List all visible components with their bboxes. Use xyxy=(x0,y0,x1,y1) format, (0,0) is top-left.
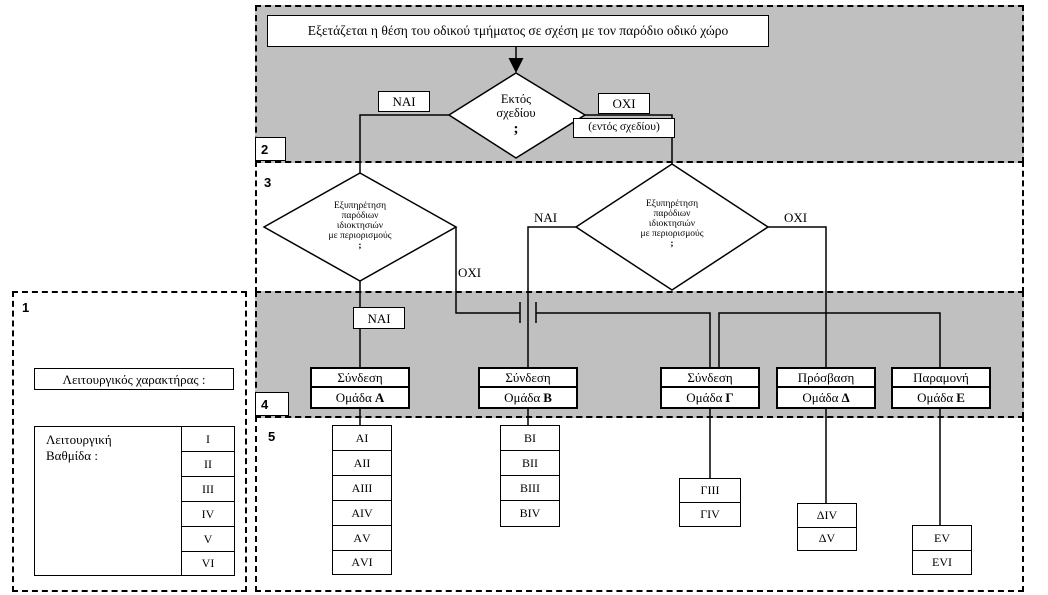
decision3-yes-label: ΝΑΙ xyxy=(534,210,558,225)
column-a-item: ΑΙ xyxy=(333,426,391,451)
decision2-diamond xyxy=(262,172,458,282)
decision3-no-label: ΟΧΙ xyxy=(784,210,808,225)
group-b-top: Σύνδεση xyxy=(480,369,576,388)
decision2-line4: με περιορισμούς xyxy=(328,230,392,241)
legend-grade-3: III xyxy=(182,477,234,502)
column-a-item: ΑΙΙΙ xyxy=(333,476,391,501)
group-c-letter: Γ xyxy=(725,389,734,405)
line-to-group-e xyxy=(718,312,941,367)
column-e: ΕV ΕVΙ xyxy=(912,525,972,575)
line-decision1-yes xyxy=(359,114,449,189)
decision2-yes-label: ΝΑΙ xyxy=(353,307,405,329)
decision2-line3: ιδιοκτησιών xyxy=(336,220,384,231)
legend-grade-5: V xyxy=(182,527,234,552)
column-c-item: ΓΙV xyxy=(700,506,720,521)
group-e-letter: Ε xyxy=(956,389,965,405)
column-e-item: ΕV xyxy=(913,526,971,551)
line-decision3-no xyxy=(768,226,827,367)
legend-grade-1: I xyxy=(182,427,234,452)
column-b: ΒΙ ΒΙΙ ΒΙΙΙ ΒΙV xyxy=(500,425,560,527)
group-b-prefix: Ομάδα xyxy=(504,389,541,405)
line-decision2-no xyxy=(455,227,520,314)
group-c-top: Σύνδεση xyxy=(662,369,758,388)
zone-5 xyxy=(255,416,1024,592)
legend-character-label: Λειτουργικός χαρακτήρας : xyxy=(34,368,234,390)
decision2-no-label: ΟΧΙ xyxy=(458,265,482,280)
column-a-item: ΑΙΙ xyxy=(333,451,391,476)
column-c-item: ΓΙΙΙ xyxy=(680,479,740,503)
group-b-letter: Β xyxy=(543,389,552,405)
legend-grades-column: I II III IV V VI xyxy=(181,426,235,576)
decision3-line2: παρόδιων xyxy=(653,208,691,219)
decision1-line1: Εκτός xyxy=(500,92,532,106)
group-e-top: Παραμονή xyxy=(893,369,989,388)
column-a-item: ΑV xyxy=(333,526,391,551)
decision3-text: Εξυπηρέτηση παρόδιων ιδιοκτησιών με περι… xyxy=(622,199,722,250)
column-a-item: ΑVΙ xyxy=(351,554,373,569)
group-a-letter: Α xyxy=(374,389,385,405)
legend-grade-6: VI xyxy=(201,556,215,570)
column-e-item: ΕVΙ xyxy=(932,554,952,569)
group-e-prefix: Ομάδα xyxy=(917,389,954,405)
column-d: ΔΙV ΔV xyxy=(797,503,857,551)
legend-grade-line2: Βαθμίδα : xyxy=(46,448,98,463)
legend-grade-2: II xyxy=(182,452,234,477)
legend-grade-4: IV xyxy=(182,502,234,527)
decision1-diamond xyxy=(447,72,587,159)
zone-4-label: 4 xyxy=(255,392,289,416)
top-box: Εξετάζεται η θέση του οδικού τμήματος σε… xyxy=(267,15,769,47)
decision2-text: Εξυπηρέτηση παρόδιων ιδιοκτησιών με περι… xyxy=(310,201,410,252)
legend-grade-line1: Λειτουργική xyxy=(46,432,112,447)
line-decision1-no xyxy=(585,114,673,164)
decision1-no-note: (εντός σχεδίου) xyxy=(573,118,675,138)
zone-5-label: 5 xyxy=(268,429,276,444)
column-b-item: ΒΙΙΙ xyxy=(501,476,559,501)
column-b-item: ΒΙΙ xyxy=(501,451,559,476)
column-d-item: ΔΙV xyxy=(798,504,856,528)
decision2-line2: παρόδιων xyxy=(341,210,379,221)
group-d-top: Πρόσβαση xyxy=(778,369,874,388)
decision3-line3: ιδιοκτησιών xyxy=(648,218,696,229)
column-a: ΑΙ ΑΙΙ ΑΙΙΙ ΑΙV ΑV ΑVΙ xyxy=(332,425,392,575)
decision1-no-label: ΟΧΙ xyxy=(598,93,650,114)
decision3-line4: με περιορισμούς xyxy=(640,228,704,239)
line-decision3-yes xyxy=(527,226,576,367)
column-b-item: ΒΙ xyxy=(501,426,559,451)
decision1-line2: σχεδίου xyxy=(496,105,536,120)
decision2-line1: Εξυπηρέτηση xyxy=(333,201,387,211)
column-b-item: ΒΙV xyxy=(519,505,541,520)
decision2-line5: ; xyxy=(358,240,362,251)
group-a-top: Σύνδεση xyxy=(312,369,408,388)
decision3-line5: ; xyxy=(670,238,674,249)
zone-1 xyxy=(12,291,247,592)
column-d-item: ΔV xyxy=(818,531,836,545)
group-c-prefix: Ομάδα xyxy=(686,389,723,405)
decision3-line1: Εξυπηρέτηση xyxy=(645,199,699,209)
zone-1-label: 1 xyxy=(22,300,30,315)
group-a-prefix: Ομάδα xyxy=(335,389,372,405)
group-d-letter: Δ xyxy=(841,389,850,405)
group-d-prefix: Ομάδα xyxy=(802,389,839,405)
zone-3-label: 3 xyxy=(264,175,272,190)
decision1-yes-label: ΝΑΙ xyxy=(378,91,430,112)
column-c: ΓΙΙΙ ΓΙV xyxy=(679,478,741,527)
column-a-item: ΑΙV xyxy=(333,501,391,526)
line-to-group-c xyxy=(536,312,711,367)
decision1-text: Εκτός σχεδίου ; xyxy=(479,92,553,137)
decision1-line3: ; xyxy=(513,120,519,137)
decision3-diamond xyxy=(574,163,770,291)
zone-2-label: 2 xyxy=(255,137,286,161)
